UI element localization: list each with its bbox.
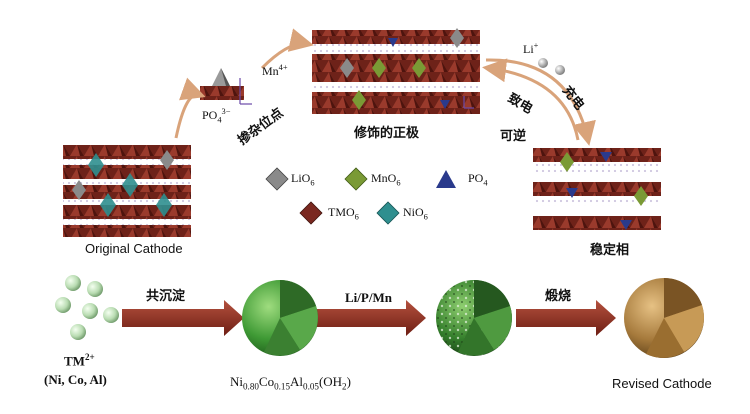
po4-tetrahedron: [600, 152, 612, 162]
mno6-octahedron: [372, 58, 386, 78]
mno6-legend-icon: [344, 167, 368, 191]
precursor-formula-label: Ni0.80Co0.15Al0.05(OH2): [230, 374, 351, 392]
original-cathode-structure: [63, 145, 191, 237]
lio6-octahedron: [340, 58, 354, 78]
lio6-octahedron: [450, 28, 464, 48]
curve-arrow-to-dopant: [174, 77, 206, 139]
dopant-cluster: [200, 68, 252, 105]
po4-tetrahedron: [620, 220, 632, 230]
modified-cathode-label: 修饰的正极: [354, 126, 420, 141]
li-p-mn-label: Li/P/Mn: [345, 290, 392, 305]
mno6-octahedron: [634, 186, 648, 206]
calcination-label: 煅烧: [545, 289, 572, 304]
coprecipitation-arrow: [122, 300, 244, 336]
curve-arrow-to-modified: [260, 28, 314, 70]
po4-tetrahedron: [388, 38, 398, 47]
tm2-label: TM2+: [64, 352, 95, 369]
mn4-label: Mn4+: [262, 63, 288, 78]
doped-sphere: [436, 280, 512, 356]
discharge-arrow: [482, 58, 580, 141]
po4-tetrahedron: [566, 188, 578, 198]
stable-phase-structure: [533, 148, 661, 230]
legend-lio6-label: LiO6: [291, 171, 315, 188]
coprecipitation-label: 共沉淀: [146, 289, 186, 304]
legend-tmo6-label: TMO6: [328, 205, 359, 222]
legend-nio6-label: NiO6: [403, 205, 428, 222]
original-cathode-label: Original Cathode: [85, 241, 183, 256]
legend-po4-label: PO4: [468, 171, 488, 188]
tmo6-legend-icon: [299, 201, 323, 225]
revised-cathode-label: Revised Cathode: [612, 376, 712, 391]
calcination-arrow: [516, 300, 616, 336]
legend-symbols: [265, 167, 456, 225]
li-ion-ball: [555, 65, 565, 75]
stable-phase-label: 稳定相: [590, 243, 630, 258]
po4-tetrahedron: [440, 100, 450, 109]
nio6-octahedron: [88, 153, 104, 177]
li-ion-ball: [538, 58, 548, 68]
nio6-legend-icon: [376, 201, 400, 225]
mno6-octahedron: [560, 152, 574, 172]
nio6-octahedron: [100, 193, 116, 217]
lio6-legend-icon: [265, 167, 289, 191]
precursor-sphere: [242, 280, 318, 356]
revised-sphere: [624, 277, 704, 358]
modified-cathode-structure: [312, 28, 480, 114]
doping-arrow: [316, 300, 426, 336]
li-ion-label: Li+: [523, 41, 539, 56]
nio6-octahedron: [156, 193, 172, 217]
mno6-octahedron: [412, 58, 426, 78]
tm-elements-label: (Ni, Co, Al): [44, 372, 107, 387]
lio6-octahedron: [160, 150, 174, 170]
po4-ion-label: PO43−: [202, 107, 231, 125]
mno6-octahedron: [352, 90, 366, 110]
po4-legend-icon: [436, 170, 456, 188]
reversible-label: 可逆: [500, 129, 527, 144]
nio6-octahedron: [122, 173, 138, 197]
tm-ions: [55, 275, 119, 340]
legend-mno6-label: MnO6: [371, 171, 401, 188]
lio6-octahedron: [72, 180, 86, 200]
